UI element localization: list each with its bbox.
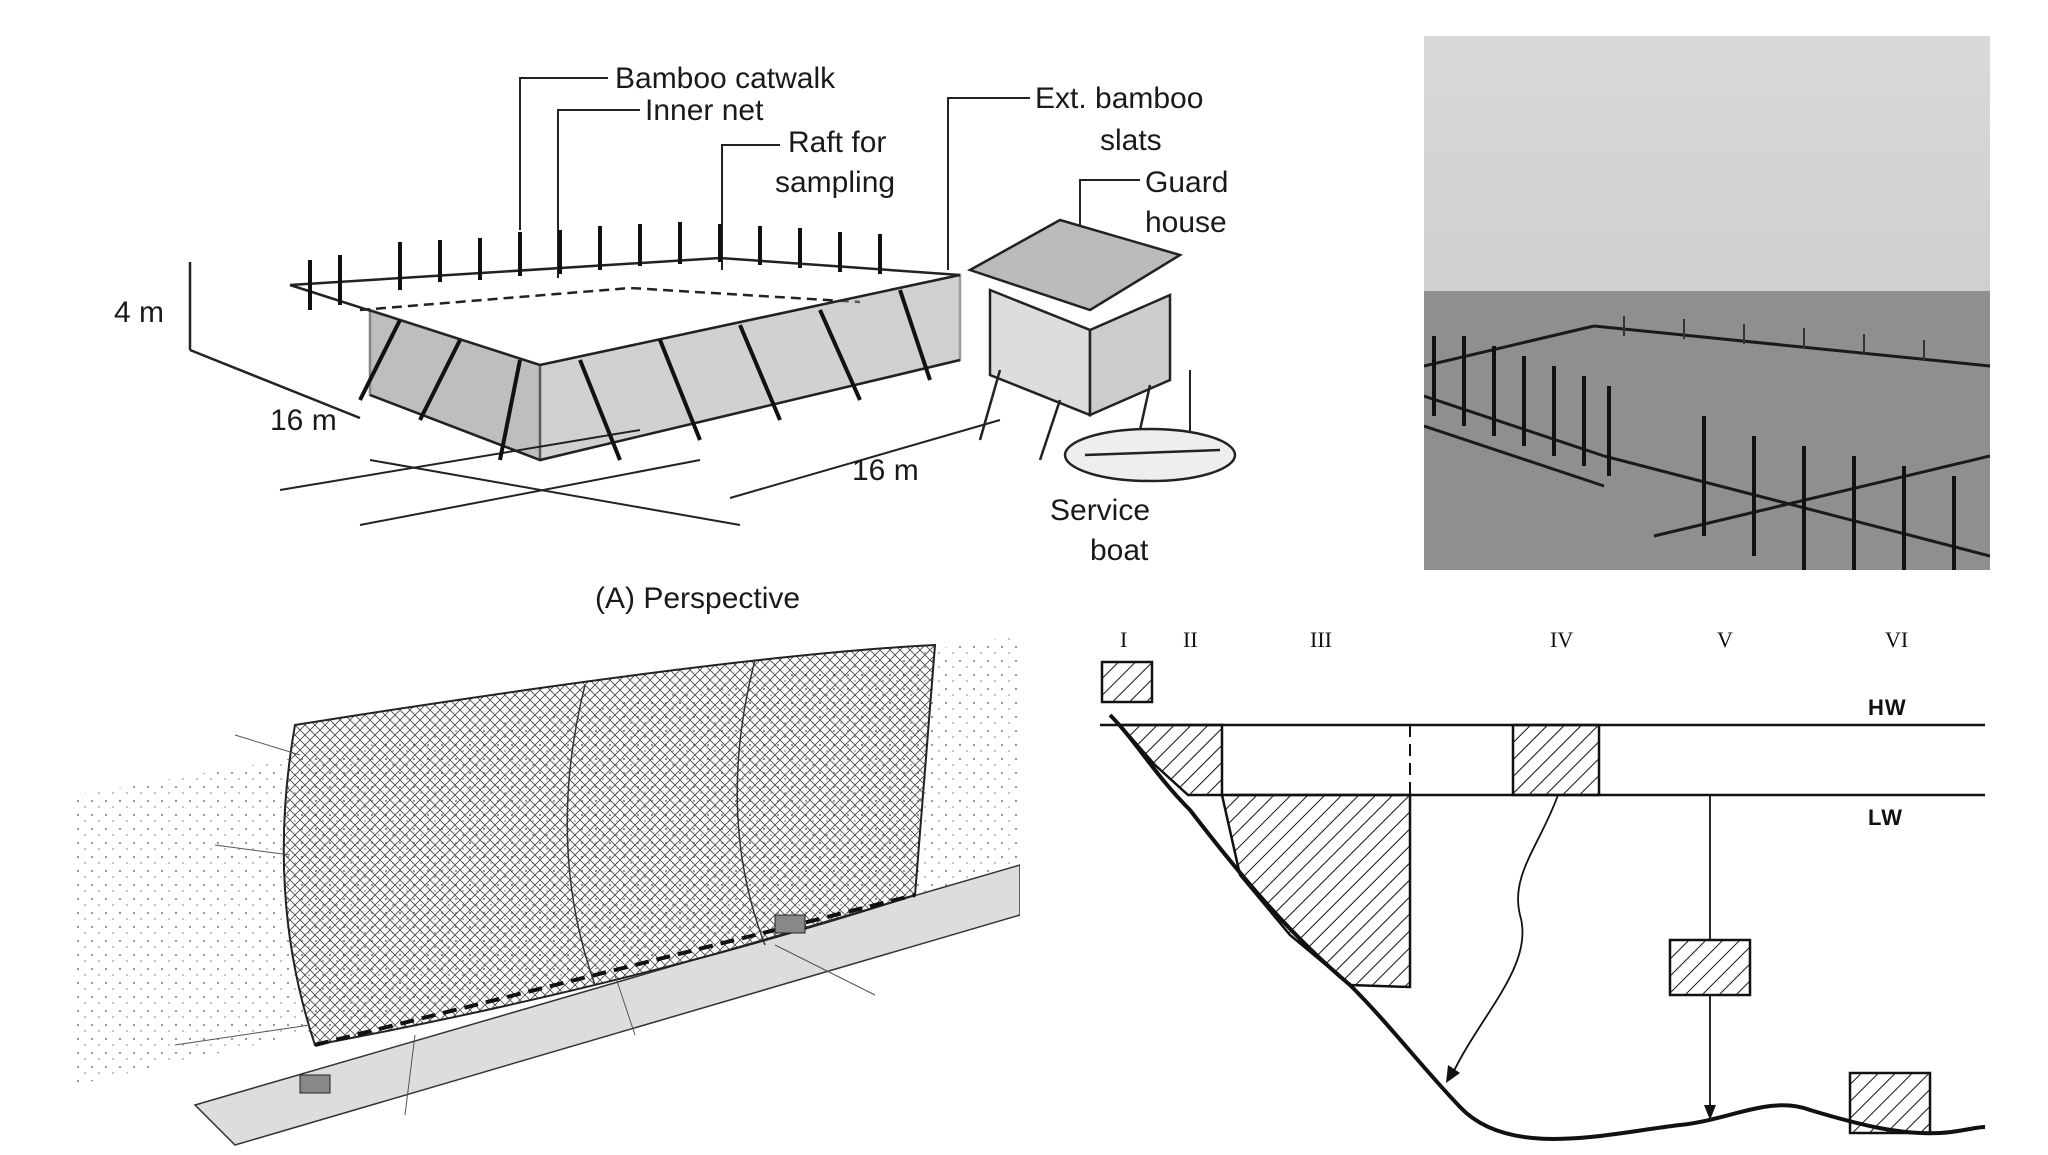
zone-numeral-2: II [1183,627,1198,652]
label-bamboo-catwalk: Bamboo catwalk [615,62,836,95]
hw-label: HW [1868,695,1907,720]
perspective-panel: Bamboo catwalk Inner net Raft for sampli… [100,20,1300,620]
lw-label: LW [1868,805,1903,830]
zone-2-pen [1117,723,1224,797]
photo-fences [1424,291,1990,570]
label-slats-line2: slats [1100,124,1162,157]
zone-6-cage [1848,1071,1932,1135]
perspective-drawing: Bamboo catwalk Inner net Raft for sampli… [114,62,1237,615]
zone-diagram: I II III IV V VI HW LW [1100,627,1986,1141]
zone-numeral-3: III [1310,627,1332,652]
zone-3-pen [1220,793,1412,989]
label-raft-line2: sampling [775,166,895,199]
label-guard-line1: Guard [1145,166,1228,199]
pen-outline [188,77,1237,526]
label-raft-line1: Raft for [788,126,886,159]
zone-1-pen [1100,660,1154,704]
zone-diagram-panel: I II III IV V VI HW LW [1080,615,2000,1150]
label-width-left: 16 m [270,404,337,437]
zone-4-cage [1511,723,1601,797]
zone-5-cage [1668,938,1752,997]
zone-4-anchor-line [1451,794,1559,1076]
label-height: 4 m [114,296,164,329]
label-guard-line2: house [1145,206,1227,239]
net-section-panel [75,615,1021,1150]
zone-numeral-5: V [1717,627,1733,652]
label-slats-line1: Ext. bamboo [1035,82,1203,115]
label-boat-line1: Service [1050,494,1150,527]
figure-caption: (A) Perspective [595,582,800,615]
bamboo-posts [308,222,932,461]
label-inner-net: Inner net [645,94,764,127]
zone-numeral-4: IV [1550,627,1573,652]
label-boat-line2: boat [1090,534,1149,567]
label-width-right: 16 m [852,454,919,487]
net-section-drawing [75,635,1021,1146]
pen-photo [1424,36,1990,570]
zone-numeral-1: I [1120,627,1127,652]
zone-numeral-6: VI [1885,627,1908,652]
